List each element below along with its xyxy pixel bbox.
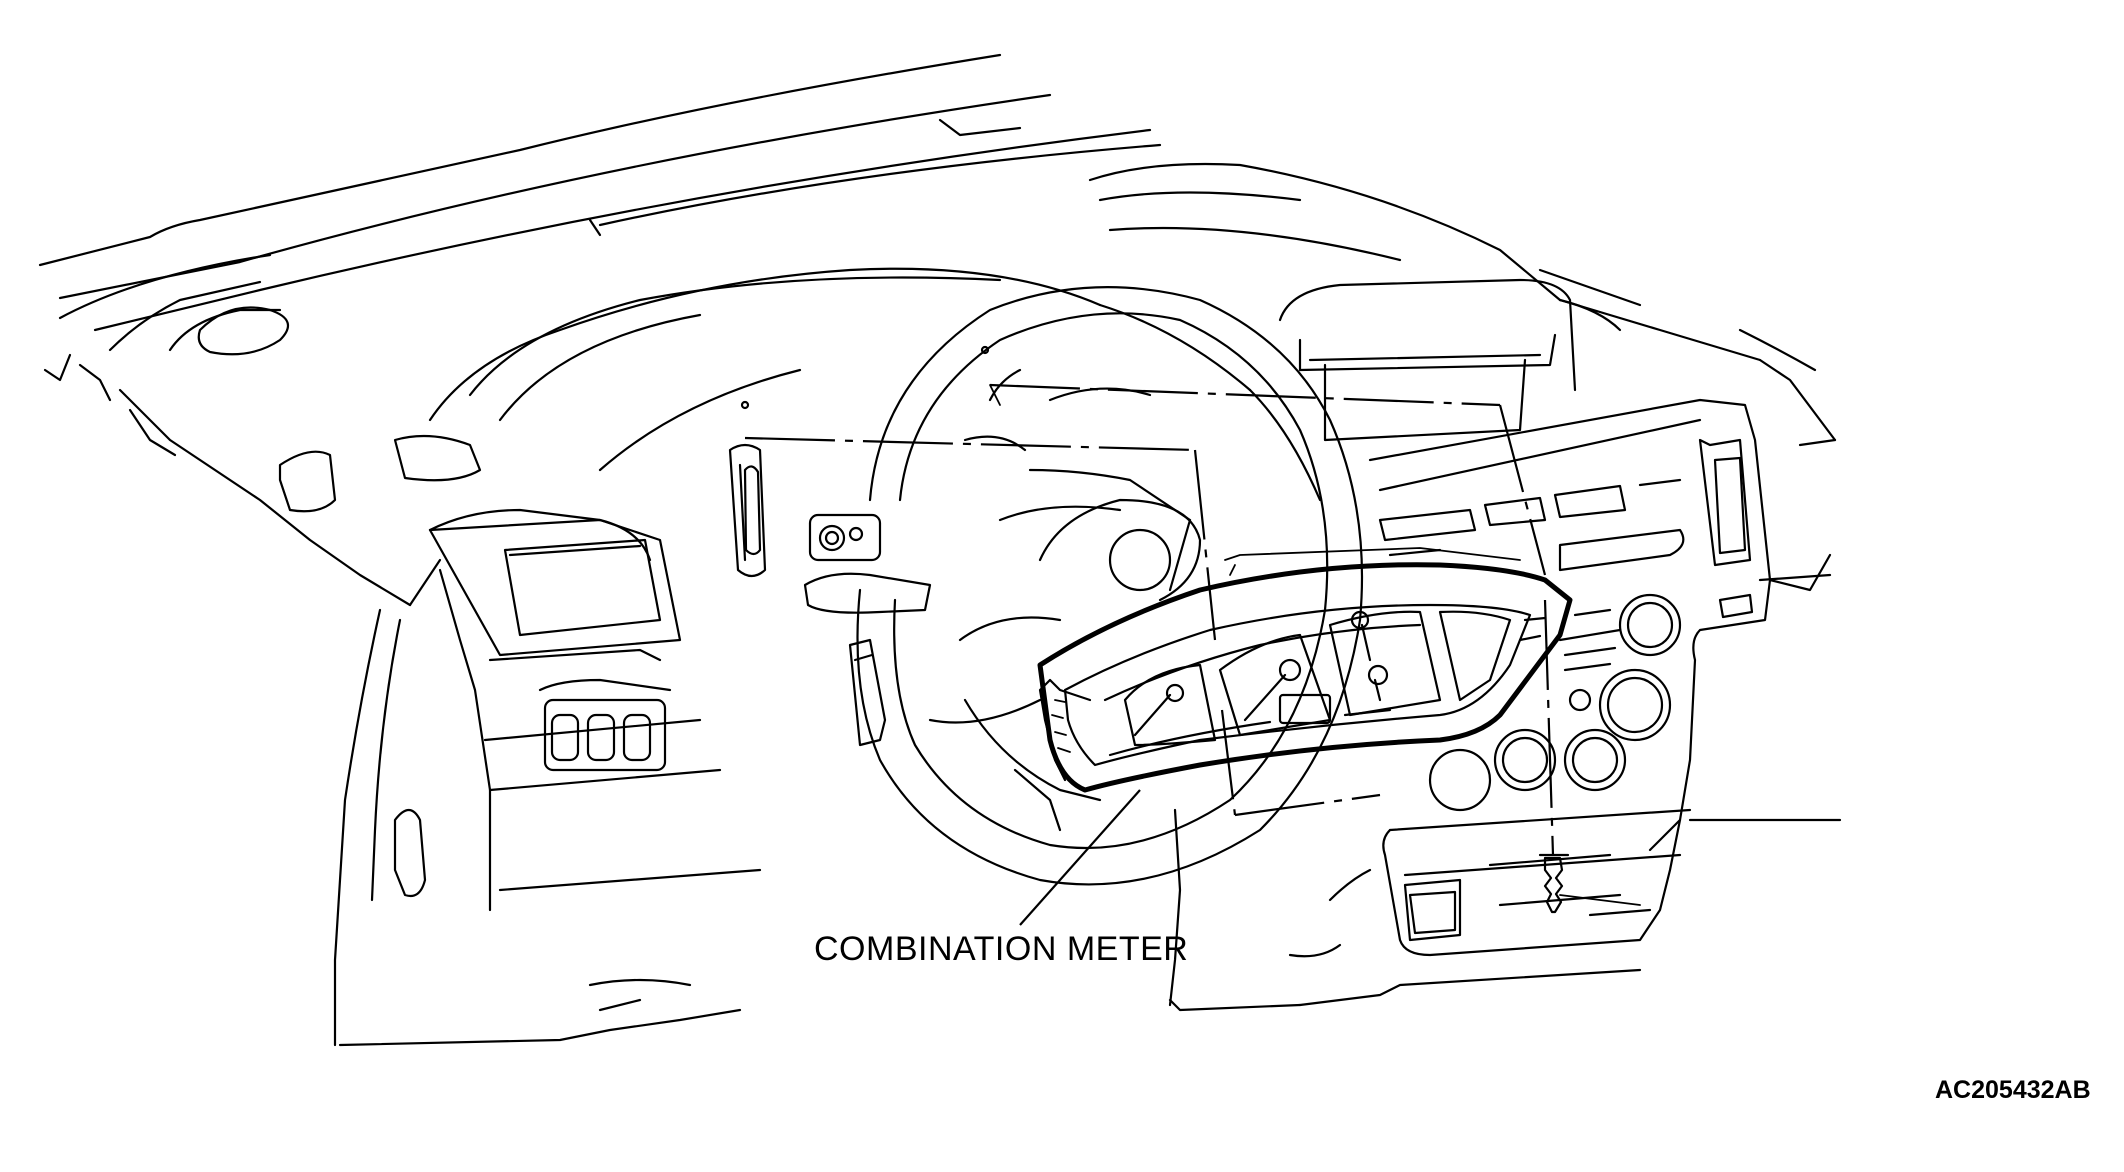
dashboard-top-outline bbox=[38, 53, 1162, 607]
column-lever bbox=[803, 572, 932, 614]
fastener-guide-lines bbox=[740, 345, 1641, 906]
left-lower-dash-panel bbox=[333, 508, 762, 1047]
steering-wheel bbox=[856, 286, 1364, 886]
screw-fastener bbox=[1538, 853, 1570, 914]
ignition-switch bbox=[808, 513, 882, 562]
combination-meter-label: COMBINATION METER bbox=[814, 930, 1189, 968]
meter-callout-leader bbox=[1019, 789, 1141, 926]
steering-column bbox=[963, 698, 1102, 832]
switch-bank bbox=[538, 678, 672, 772]
figure-id-label: AC205432AB bbox=[1935, 1076, 2091, 1104]
left-display-panel bbox=[428, 518, 682, 657]
left-side-vent bbox=[197, 306, 482, 513]
combination-meter bbox=[1037, 547, 1573, 793]
right-dash-edges bbox=[1738, 328, 1837, 582]
meter-hood bbox=[428, 267, 1322, 502]
center-stack bbox=[1088, 162, 1842, 1012]
